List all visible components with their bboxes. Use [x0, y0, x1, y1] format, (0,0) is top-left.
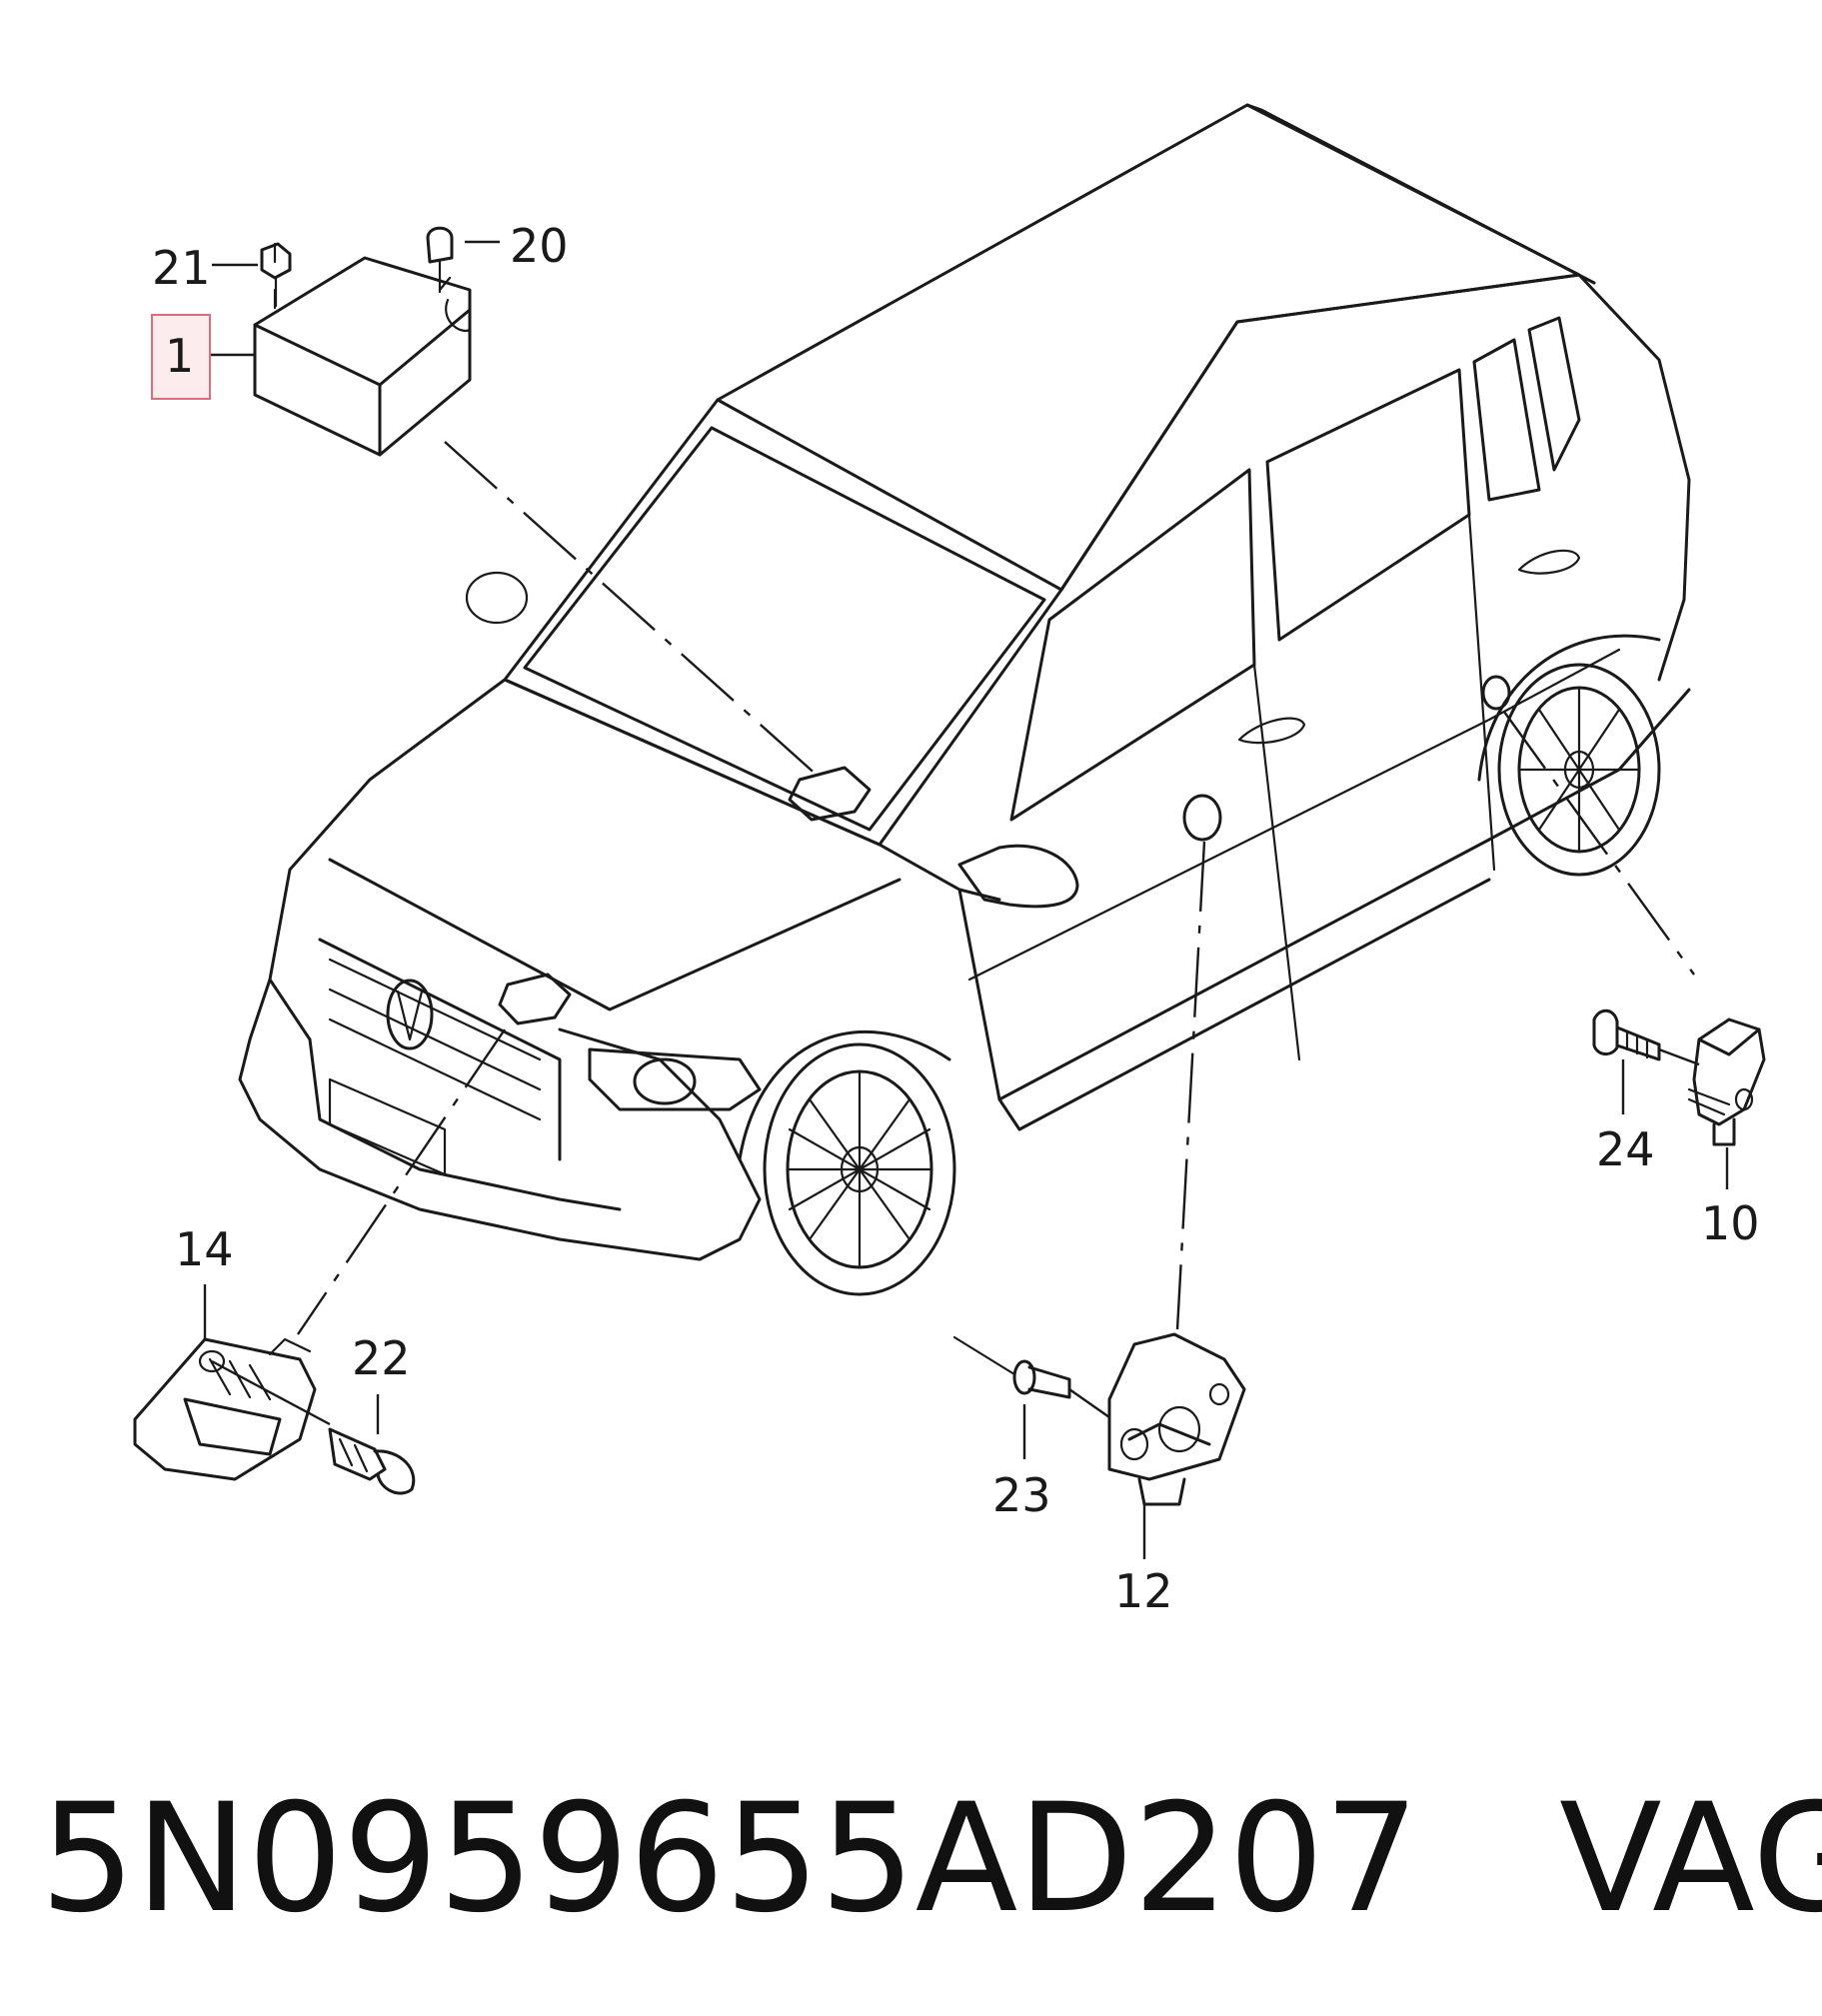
callout-leaders — [203, 240, 1729, 1559]
callout-labels: 1 21 20 14 22 23 12 24 10 — [151, 219, 1760, 1618]
callout-23: 23 — [992, 1468, 1051, 1522]
callout-20: 20 — [510, 219, 569, 273]
car-illustration — [238, 103, 1691, 1296]
rear-sensor-part-10 — [1592, 1008, 1766, 1146]
part-number: 5N0959655AD207 — [40, 1772, 1420, 1946]
callout-24: 24 — [1596, 1122, 1655, 1176]
leader-lines — [297, 441, 1695, 1335]
part-number-footer: 5N0959655AD207 VAG — [40, 1769, 1822, 1949]
control-unit-part-1 — [253, 226, 472, 457]
front-sensor-part-14 — [133, 1337, 416, 1495]
callout-12: 12 — [1114, 1564, 1173, 1618]
callout-10: 10 — [1701, 1196, 1760, 1250]
callout-21: 21 — [152, 241, 211, 295]
callout-1: 1 — [165, 329, 194, 383]
callout-1-highlight — [151, 314, 211, 400]
side-sensor-part-12 — [952, 1332, 1246, 1506]
callout-22: 22 — [352, 1331, 411, 1385]
callout-14: 14 — [175, 1222, 234, 1276]
vendor-label: VAG — [1559, 1772, 1822, 1946]
